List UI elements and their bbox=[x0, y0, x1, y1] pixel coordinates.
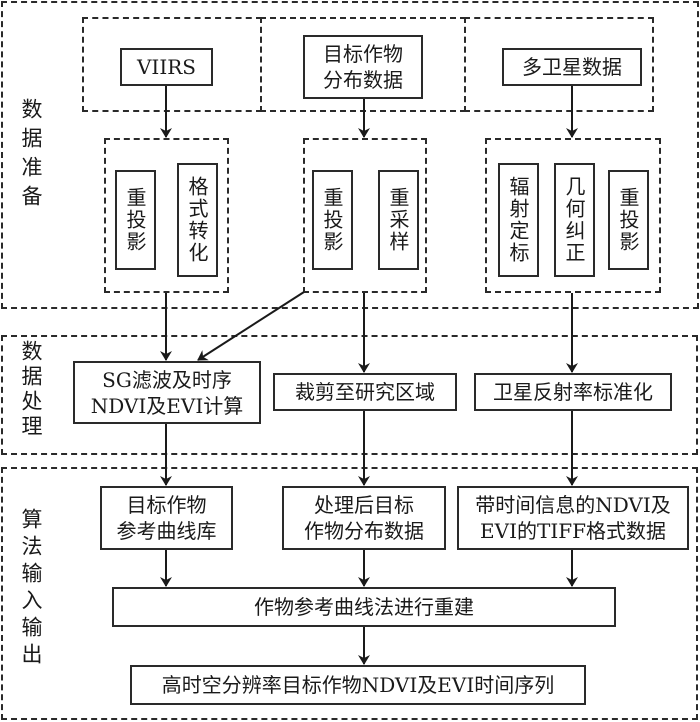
normalize-box: 卫星反射率标准化 bbox=[474, 373, 672, 411]
crop-distribution-box: 目标作物 分布数据 bbox=[303, 35, 423, 99]
section-label-data-processing: 数据处理 bbox=[19, 340, 43, 440]
processed-distribution-box: 处理后目标 作物分布数据 bbox=[282, 486, 446, 550]
preprocess-group-crop bbox=[303, 138, 427, 293]
crop-reproject-box: 重投影 bbox=[312, 170, 353, 270]
clip-box: 裁剪至研究区域 bbox=[273, 373, 457, 411]
viirs-format-convert-box: 格式转化 bbox=[177, 163, 218, 277]
preprocess-group-viirs bbox=[104, 138, 229, 293]
multi-satellite-box: 多卫星数据 bbox=[502, 48, 642, 86]
section-data-preparation bbox=[1, 1, 699, 309]
satellite-geometric-box: 几何纠正 bbox=[554, 163, 595, 277]
satellite-radiometric-box: 辐射定标 bbox=[498, 163, 539, 277]
reference-library-box: 目标作物 参考曲线库 bbox=[100, 486, 233, 550]
reconstruction-box: 作物参考曲线法进行重建 bbox=[112, 587, 616, 627]
viirs-box: VIIRS bbox=[120, 48, 213, 86]
viirs-reproject-box: 重投影 bbox=[115, 170, 156, 270]
section-label-algorithm-io: 算法输入输出 bbox=[19, 508, 43, 670]
output-box: 高时空分辨率目标作物NDVI及EVI时间序列 bbox=[130, 665, 586, 705]
section-data-processing bbox=[1, 335, 698, 455]
source-group-satellite bbox=[464, 17, 654, 112]
crop-resample-box: 重采样 bbox=[378, 170, 419, 270]
sg-filter-box: SG滤波及时序 NDVI及EVI计算 bbox=[73, 361, 261, 424]
section-algorithm-io bbox=[1, 467, 698, 720]
satellite-reproject-box: 重投影 bbox=[608, 170, 649, 270]
tiff-data-box: 带时间信息的NDVI及 EVI的TIFF格式数据 bbox=[457, 486, 689, 550]
preprocess-group-satellite bbox=[485, 138, 661, 293]
section-label-data-preparation: 数据准备 bbox=[19, 98, 43, 214]
